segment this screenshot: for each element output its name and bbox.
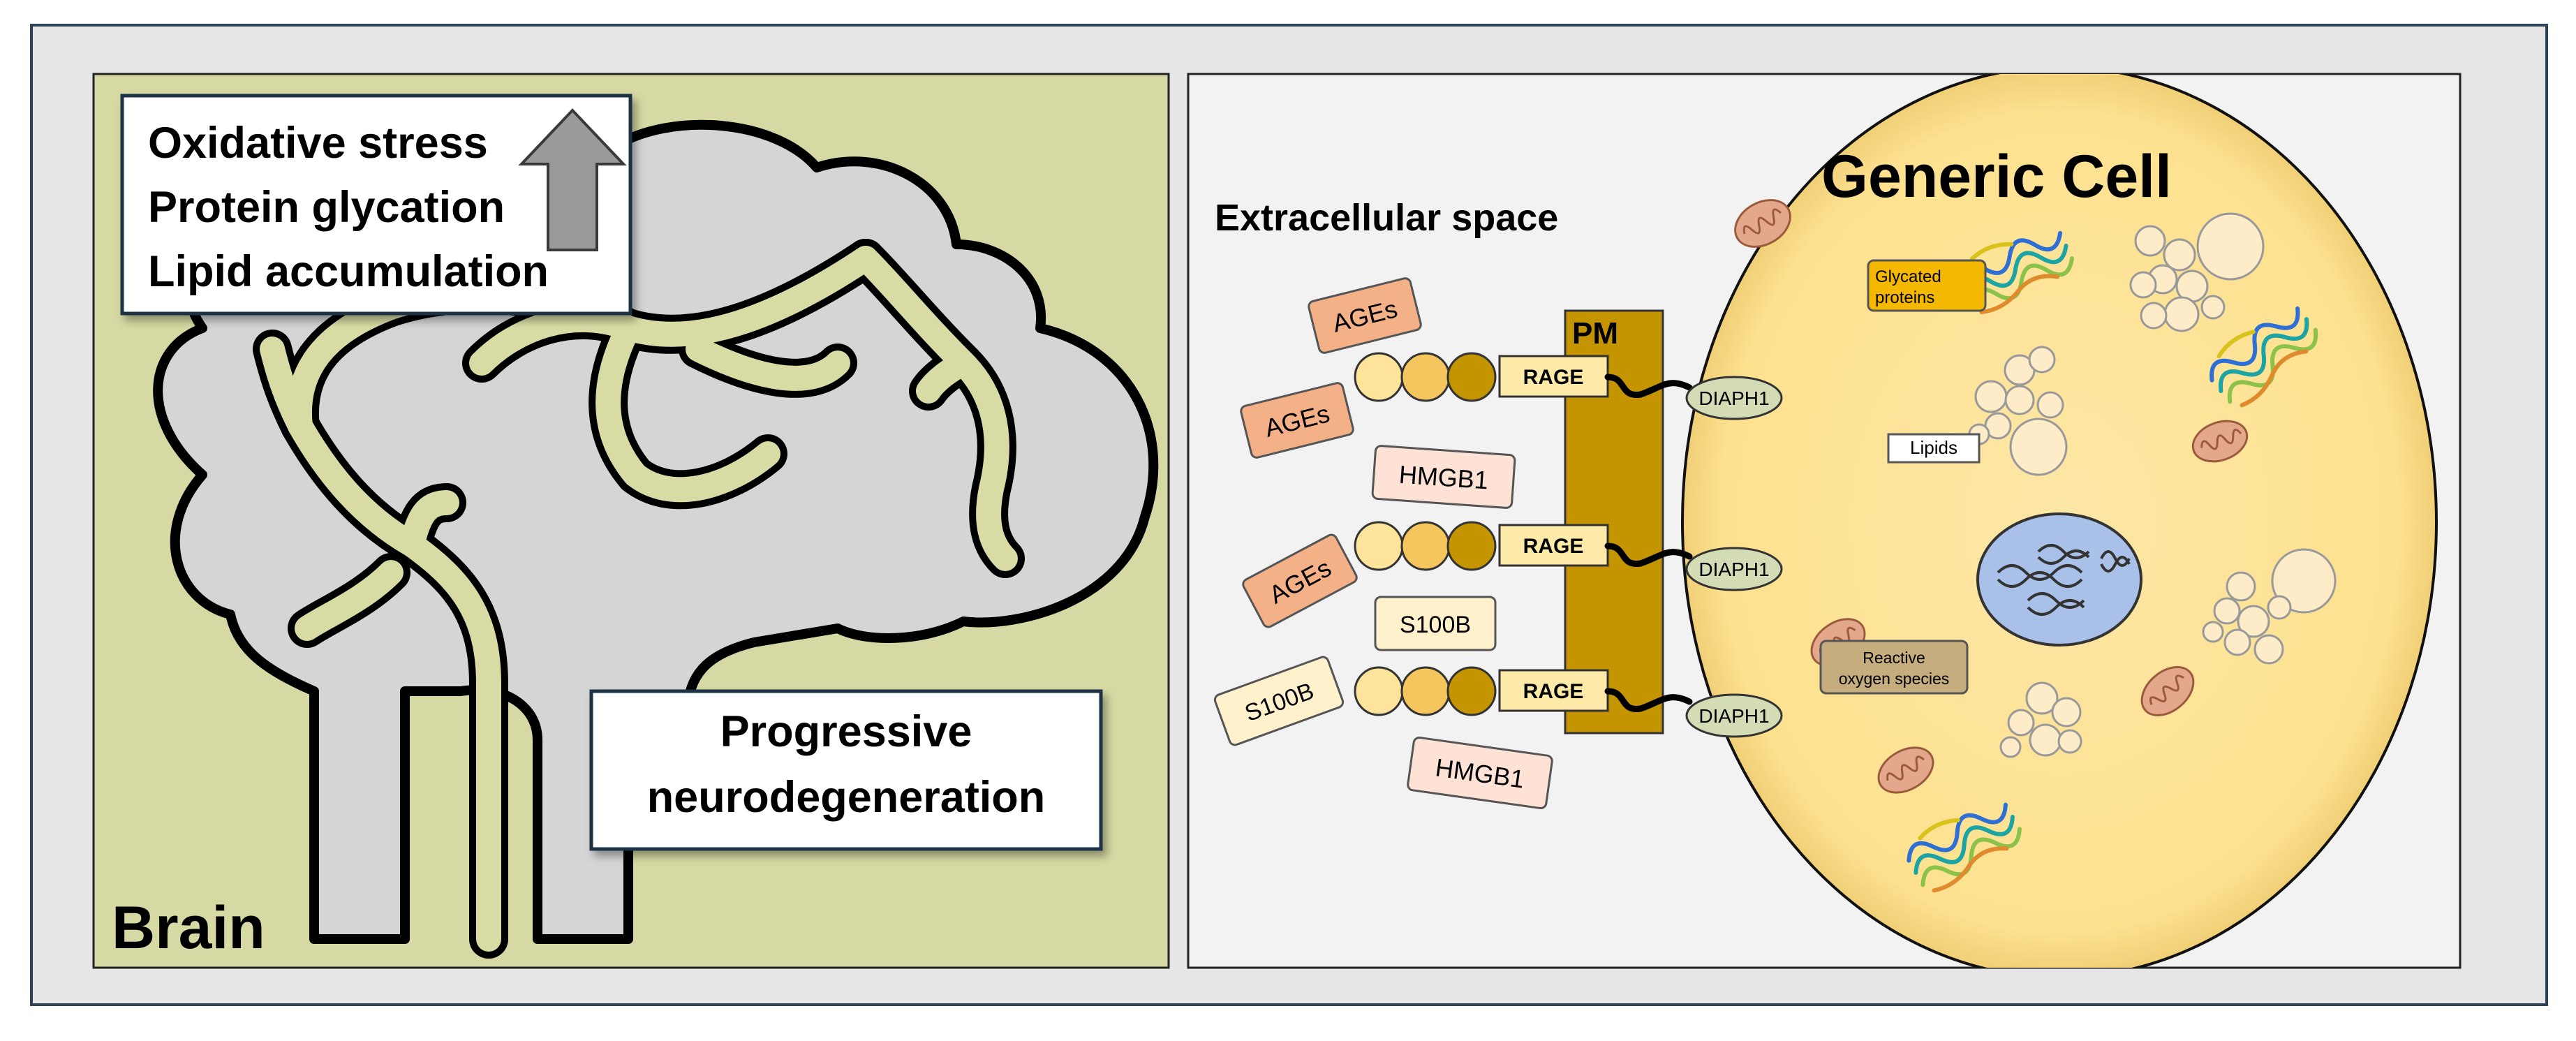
- mitochondrion-icon: [1734, 199, 1791, 248]
- stress-line-3: Lipid accumulation: [148, 247, 549, 296]
- dna-icon: [1997, 544, 2131, 616]
- ligand-hmgb1: HMGB1: [1371, 445, 1516, 509]
- brain-panel: Oxidative stress Protein glycation Lipid…: [92, 73, 1170, 969]
- diaph1-protein: [1685, 547, 1783, 591]
- svg-text:oxygen species: oxygen species: [1839, 670, 1950, 688]
- svg-text:Reactive: Reactive: [1863, 649, 1925, 667]
- ligand-hmgb1: HMGB1: [1407, 736, 1553, 810]
- svg-text:RAGE: RAGE: [1523, 680, 1584, 703]
- svg-text:HMGB1: HMGB1: [1398, 460, 1490, 495]
- diaph1-protein: [1685, 693, 1783, 738]
- rage-tail: [1604, 542, 1693, 568]
- protein-icon: [2209, 306, 2318, 408]
- stress-line-2: Protein glycation: [148, 183, 505, 232]
- receptor-row: RAGE DIAPH1: [1354, 666, 1783, 738]
- ligand-s100b: S100B: [1374, 596, 1497, 651]
- svg-text:DIAPH1: DIAPH1: [1698, 705, 1769, 727]
- svg-text:DIAPH1: DIAPH1: [1698, 387, 1769, 409]
- receptor-row: RAGE DIAPH1: [1354, 352, 1783, 420]
- svg-text:Glycated: Glycated: [1875, 267, 1941, 286]
- mitochondrion-icon: [2140, 666, 2195, 716]
- rage-tail: [1604, 374, 1693, 399]
- up-arrow-icon: [518, 108, 627, 251]
- ros-label: Reactive oxygen species: [1819, 640, 1969, 695]
- brain-title: Brain: [112, 894, 265, 961]
- svg-text:Lipids: Lipids: [1910, 437, 1957, 458]
- receptor-row: RAGE DIAPH1: [1354, 521, 1783, 591]
- cell-panel: Glycated proteins Lipids Reactive oxygen…: [1187, 73, 2462, 969]
- ligand-ages: AGEs: [1240, 382, 1354, 459]
- lipids-label: Lipids: [1887, 433, 1981, 464]
- mitochondrion-icon: [1877, 746, 1934, 794]
- rage-tail: [1604, 688, 1693, 713]
- stress-box: Oxidative stress Protein glycation Lipid…: [120, 94, 632, 316]
- svg-text:proteins: proteins: [1875, 288, 1934, 307]
- diaph1-protein: [1685, 376, 1783, 420]
- blood-vessels: [253, 239, 1025, 959]
- rage-receptor: [1498, 524, 1609, 567]
- glycated-proteins-label: Glycated proteins: [1867, 259, 1987, 312]
- extracellular-label: Extracellular space: [1215, 197, 1558, 239]
- outcome-box: Progressive neurodegeneration: [589, 689, 1103, 851]
- lipid-droplets: [1968, 212, 2337, 758]
- cell-title: Generic Cell: [1821, 143, 2172, 210]
- outcome-line-1: Progressive: [720, 707, 972, 756]
- ligand-s100b: S100B: [1213, 656, 1345, 746]
- svg-text:S100B: S100B: [1400, 612, 1471, 638]
- svg-text:DIAPH1: DIAPH1: [1698, 559, 1769, 580]
- svg-text:RAGE: RAGE: [1523, 535, 1584, 558]
- outcome-line-2: neurodegeneration: [647, 773, 1046, 822]
- svg-text:RAGE: RAGE: [1523, 366, 1584, 389]
- stress-line-1: Oxidative stress: [148, 119, 488, 168]
- membrane-label: PM: [1572, 316, 1618, 350]
- mitochondrion-icon: [2191, 420, 2249, 463]
- protein-icon: [1907, 802, 2022, 893]
- nucleus: [1976, 512, 2142, 647]
- ligand-ages: AGEs: [1308, 277, 1422, 354]
